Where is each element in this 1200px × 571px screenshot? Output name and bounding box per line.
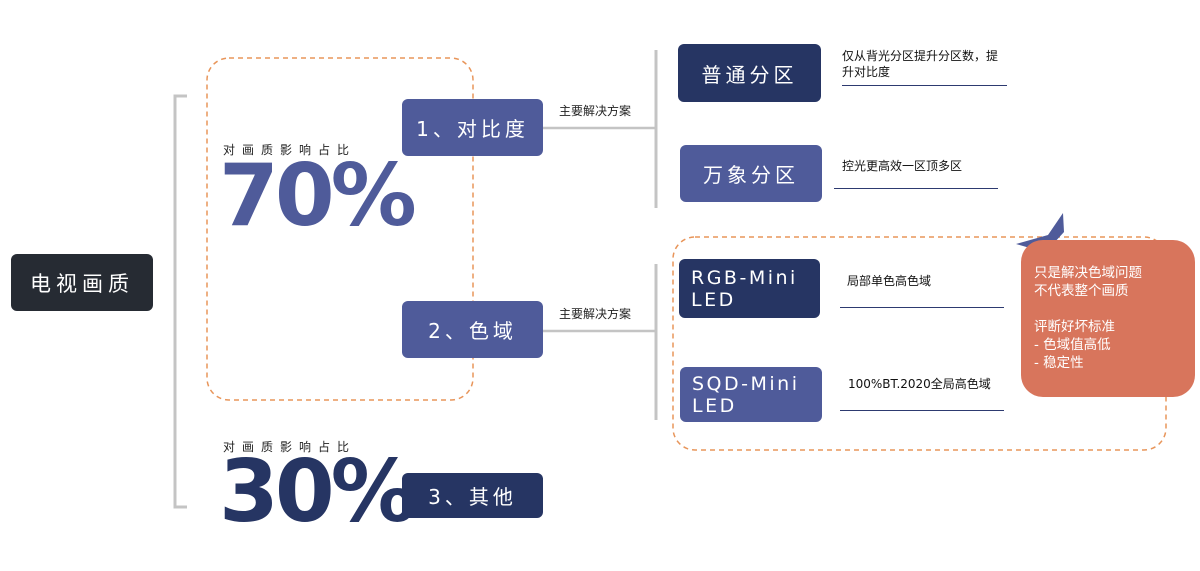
note-underline-wanxiang xyxy=(834,188,998,189)
category-contrast: 1、对比度 xyxy=(402,99,543,156)
root-bracket xyxy=(173,94,187,509)
share-caption-30: 对画质影响占比 xyxy=(223,440,357,454)
solution-label-gamut: 主要解决方案 xyxy=(559,307,632,321)
solution-rgb-mini-led-label: RGB-Mini LED xyxy=(691,266,798,311)
dashed-frame-70 xyxy=(206,57,474,401)
note-normal-zoning: 仅从背光分区提升分区数，提升对比度 xyxy=(842,49,999,79)
category-other-label: 3、其他 xyxy=(428,485,517,509)
note-rgb-mini-led: 局部单色高色域 xyxy=(847,274,932,288)
note-underline-rgb xyxy=(840,307,1004,308)
note-underline-normal xyxy=(842,85,1007,86)
category-color-gamut: 2、色域 xyxy=(402,301,543,358)
category-color-gamut-label: 2、色域 xyxy=(428,319,517,343)
share-value-70: 70% xyxy=(219,146,417,246)
solution-normal-zoning: 普通分区 xyxy=(678,44,821,102)
callout-line-2: 不代表整个画质 xyxy=(1034,283,1129,299)
share-caption-70: 对画质影响占比 xyxy=(223,143,357,157)
category-contrast-label: 1、对比度 xyxy=(416,117,529,141)
solution-sqd-mini-led-label: SQD-Mini LED xyxy=(692,372,800,417)
callout-line-3: 评断好坏标准 xyxy=(1034,319,1115,335)
callout-line-4: - 色域值高低 xyxy=(1034,337,1111,353)
note-sqd-mini-led: 100%BT.2020全局高色域 xyxy=(848,377,991,391)
solution-normal-zoning-label: 普通分区 xyxy=(701,62,798,87)
note-underline-sqd xyxy=(840,410,1004,411)
callout-box: 只是解决色域问题 不代表整个画质 评断好坏标准 - 色域值高低 - 稳定性 xyxy=(1021,240,1195,397)
solution-label-contrast: 主要解决方案 xyxy=(559,104,632,118)
solution-wanxiang-zoning-label: 万象分区 xyxy=(703,163,799,187)
solution-wanxiang-zoning: 万象分区 xyxy=(680,145,822,202)
star-icon xyxy=(1016,213,1064,262)
category-other: 3、其他 xyxy=(402,473,543,518)
solution-rgb-mini-led: RGB-Mini LED xyxy=(679,259,820,318)
callout-line-5: - 稳定性 xyxy=(1034,355,1084,371)
note-wanxiang-zoning: 控光更高效一区顶多区 xyxy=(842,159,963,173)
callout-line-1: 只是解决色域问题 xyxy=(1034,265,1142,281)
root-node: 电视画质 xyxy=(11,254,153,311)
share-value-30: 30% xyxy=(219,442,417,542)
solution-sqd-mini-led: SQD-Mini LED xyxy=(680,367,822,422)
root-label: 电视画质 xyxy=(30,271,134,296)
